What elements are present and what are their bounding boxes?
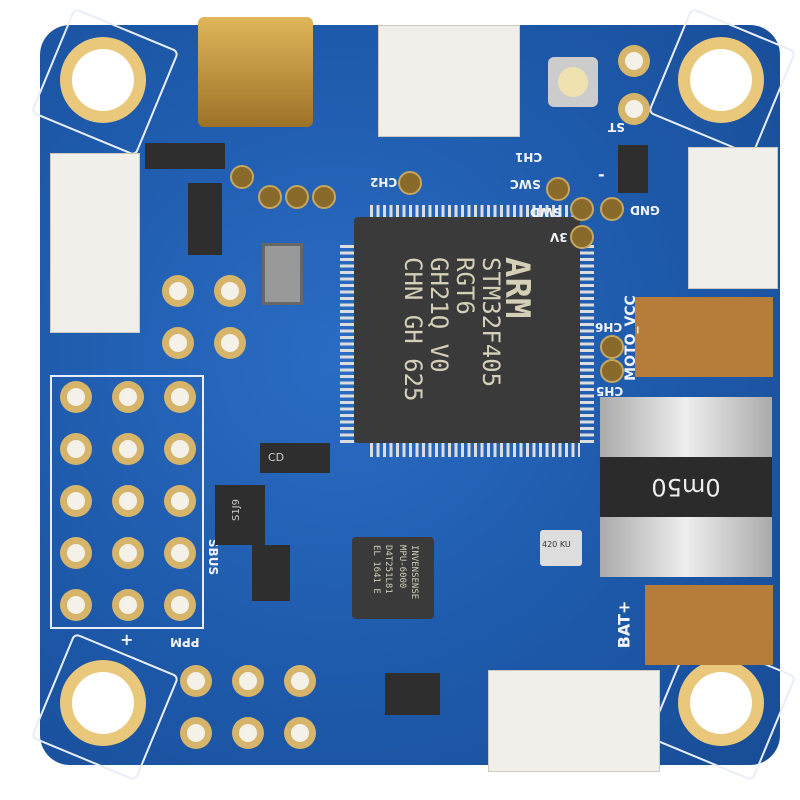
mosfet-right	[618, 145, 648, 193]
bat-pad[interactable]	[645, 585, 773, 665]
pad-3v[interactable]	[570, 225, 594, 249]
pad-ch2-3[interactable]	[285, 185, 309, 209]
pad-gnd[interactable]	[600, 197, 624, 221]
bottom-connector[interactable]	[488, 670, 660, 772]
mcu-line-3: GH21Q V0	[425, 257, 453, 373]
header-pad[interactable]	[60, 381, 92, 413]
pad-swc[interactable]	[546, 177, 570, 201]
mcu-line-2: RGT6	[451, 257, 479, 315]
mount-hole-bl[interactable]	[60, 660, 146, 746]
pad-grid-outline	[50, 375, 204, 629]
boot-button[interactable]	[548, 57, 598, 107]
header-pad[interactable]	[164, 589, 196, 621]
regulator-label: S1J9	[231, 499, 242, 522]
regulator-3	[385, 673, 440, 715]
header-pad[interactable]	[162, 275, 194, 307]
label-plus: +	[120, 630, 134, 649]
label-moto-vcc: MOTO_VCC	[622, 295, 639, 381]
header-pad[interactable]	[164, 485, 196, 517]
pad-top-right[interactable]	[618, 93, 650, 125]
label-minus: -	[598, 165, 605, 184]
pad-ch2-1[interactable]	[230, 165, 254, 189]
label-ch6: CH6	[595, 320, 623, 334]
label-ppm: PPM	[170, 635, 200, 649]
shunt-value: 0m50	[651, 473, 721, 501]
imu-line-1: INVENSENSE	[409, 545, 419, 600]
mcu-pins-left	[340, 245, 354, 445]
pad-ch1[interactable]	[398, 171, 422, 195]
mcu-line-1: STM32F405	[477, 257, 505, 388]
header-pad[interactable]	[112, 433, 144, 465]
label-ch1: CH1	[515, 150, 543, 164]
top-diode	[145, 143, 225, 169]
label-swd: SWD	[530, 205, 562, 219]
left-connector[interactable]	[50, 153, 140, 333]
header-pad[interactable]	[214, 275, 246, 307]
imu-line-3: D4T251L81	[383, 545, 393, 594]
header-pad[interactable]	[284, 717, 316, 749]
header-pad[interactable]	[164, 537, 196, 569]
header-pad[interactable]	[112, 485, 144, 517]
label-gnd: GND	[630, 203, 660, 217]
mount-hole-tl[interactable]	[60, 37, 146, 123]
moto-vcc-pad[interactable]	[635, 297, 773, 377]
mount-hole-tr[interactable]	[678, 37, 764, 123]
header-pad[interactable]	[180, 717, 212, 749]
pad-ch6[interactable]	[600, 335, 624, 359]
label-st: ST	[608, 120, 625, 134]
label-3v: 3V	[550, 230, 568, 244]
pcb-board: ST ARM STM32F405 RGT6 GH21Q V0 CHN GH 62…	[30, 7, 797, 782]
header-pad[interactable]	[214, 327, 246, 359]
diode-cd: CD	[260, 443, 330, 473]
pad-ch2-4[interactable]	[312, 185, 336, 209]
mcu-pins-top	[370, 205, 580, 219]
imu-line-2: MPU-6000	[397, 545, 407, 589]
mount-hole-br[interactable]	[678, 660, 764, 746]
barometer: 420 KU	[540, 530, 582, 566]
tvs-diode	[188, 183, 222, 255]
crystal	[262, 243, 303, 305]
pad-swd[interactable]	[570, 197, 594, 221]
right-connector[interactable]	[688, 147, 778, 289]
pad-ch5[interactable]	[600, 359, 624, 383]
mcu-brand: ARM	[497, 257, 537, 319]
header-pad[interactable]	[232, 665, 264, 697]
header-pad[interactable]	[60, 589, 92, 621]
baro-label: 420 KU	[542, 540, 571, 549]
mcu-line-4: CHN GH 625	[399, 257, 427, 402]
header-pad[interactable]	[164, 433, 196, 465]
header-pad[interactable]	[284, 665, 316, 697]
header-pad[interactable]	[112, 381, 144, 413]
imu-chip: INVENSENSE MPU-6000 D4T251L81 EL 1641 E	[352, 537, 434, 619]
mcu-pins-bottom	[370, 443, 580, 457]
diode-label: CD	[268, 451, 285, 464]
top-connector[interactable]	[378, 25, 520, 137]
label-bat-plus: BAT+	[614, 600, 634, 649]
header-pad[interactable]	[60, 485, 92, 517]
header-pad[interactable]	[164, 381, 196, 413]
imu-line-4: EL 1641 E	[371, 545, 381, 594]
regulator-1: S1J9	[215, 485, 265, 545]
label-ch2: CH2	[370, 175, 398, 189]
header-pad[interactable]	[60, 433, 92, 465]
label-swc: SWC	[510, 177, 541, 191]
header-pad[interactable]	[112, 537, 144, 569]
header-pad[interactable]	[60, 537, 92, 569]
pad-top-right[interactable]	[618, 45, 650, 77]
pad-ch2-2[interactable]	[258, 185, 282, 209]
header-pad[interactable]	[112, 589, 144, 621]
header-pad[interactable]	[162, 327, 194, 359]
regulator-2	[252, 545, 290, 601]
header-pad[interactable]	[232, 717, 264, 749]
header-pad[interactable]	[180, 665, 212, 697]
shunt-body: 0m50	[600, 457, 772, 517]
usb-connector[interactable]	[198, 17, 313, 127]
label-ch5: CH5	[596, 384, 624, 398]
mcu-pins-right	[580, 245, 594, 445]
mcu-chip: ARM STM32F405 RGT6 GH21Q V0 CHN GH 625	[354, 217, 580, 443]
